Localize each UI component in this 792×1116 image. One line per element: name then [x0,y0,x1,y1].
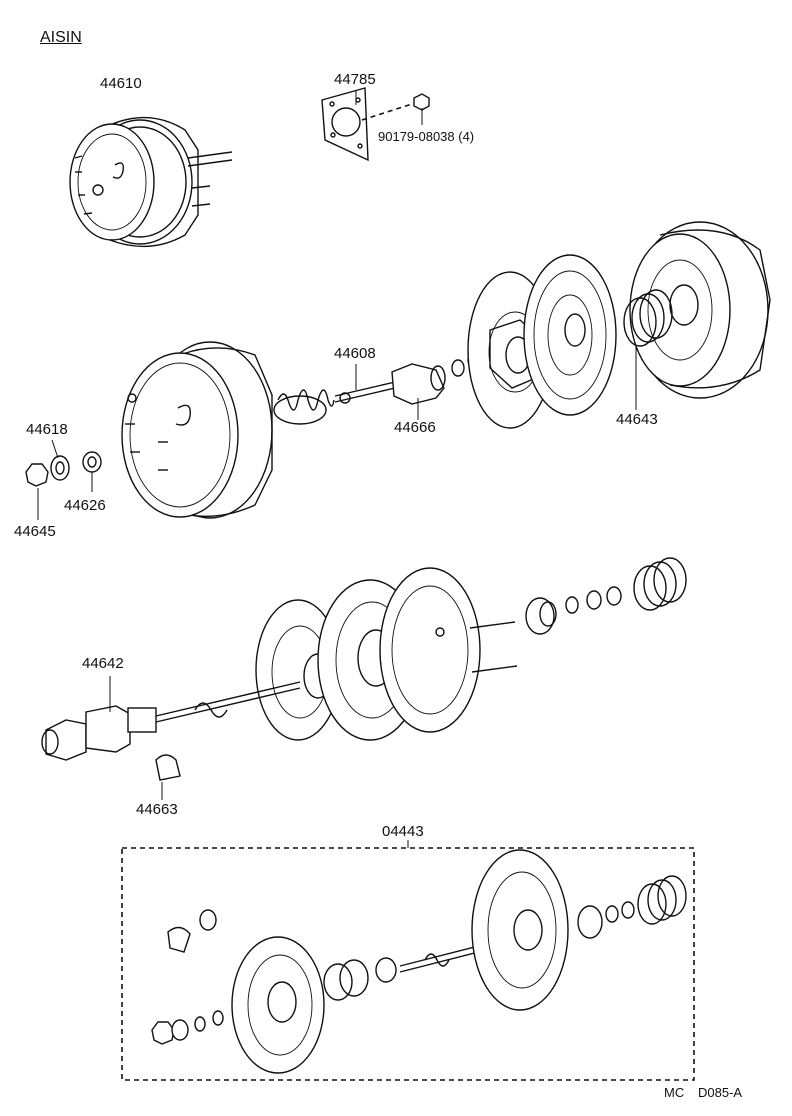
seal-44643 [623,289,673,410]
part-number-44642: 44642 [82,655,124,672]
clip-44663 [155,754,181,800]
booster-front-shell [121,341,273,519]
small-parts-44618-44626-44645 [25,439,102,520]
kit-parts [151,849,687,1074]
part-number-44785: 44785 [334,71,376,88]
brake-booster-assembly [69,116,233,248]
part-number-90179-08038: 90179-08038 (4) [378,129,475,144]
part-number-44643: 44643 [616,411,658,428]
diaphragm [523,254,617,416]
booster-rear-shell [629,221,771,399]
part-number-44610: 44610 [100,75,142,92]
operating-rod-44642 [41,676,301,761]
part-number-44645: 44645 [14,523,56,540]
kit-box-04443 [121,840,695,1081]
push-rod-44608 [334,364,396,404]
part-number-44666: 44666 [394,419,436,436]
part-number-44626: 44626 [64,497,106,514]
lower-seals [525,557,687,635]
footer-drawing-code: D085-A [698,1085,743,1100]
part-number-04443: 04443 [382,823,424,840]
return-spring [273,389,335,425]
brand-label: AISIN [40,29,82,46]
lower-shell-c [379,567,518,733]
gasket-plate [321,87,430,162]
valve-body-44666 [391,353,477,420]
part-number-44608: 44608 [334,345,376,362]
part-number-44618: 44618 [26,421,68,438]
part-number-44663: 44663 [136,801,178,818]
footer-code-prefix: MC [664,1085,685,1100]
